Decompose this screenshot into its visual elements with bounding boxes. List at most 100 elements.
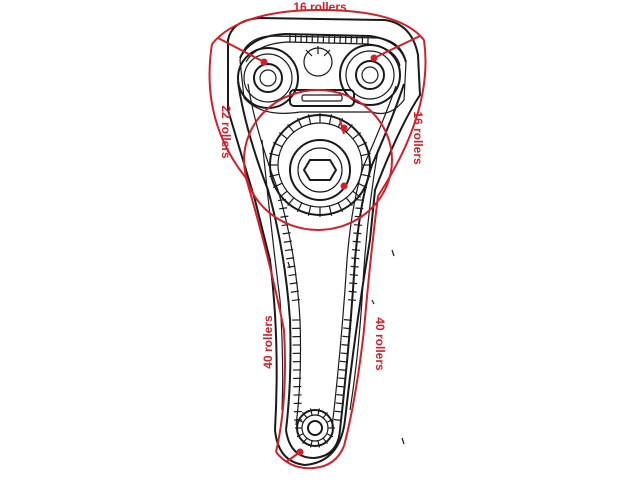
housing-plate <box>239 35 407 115</box>
annotation-arc-bottom <box>275 445 345 470</box>
chain-link <box>279 207 288 210</box>
gear-tooth <box>296 418 304 423</box>
chain-link <box>335 402 344 405</box>
chain-left-strand-inner <box>247 83 302 426</box>
gear-tooth <box>360 173 371 178</box>
chain-link <box>338 377 347 380</box>
chain-link <box>343 327 352 330</box>
tensioner-slot <box>301 94 343 102</box>
gear-tooth <box>287 123 295 133</box>
gear-tooth <box>322 437 328 445</box>
chain-link <box>351 257 360 260</box>
chain-link <box>349 282 358 285</box>
gear-tooth <box>357 182 368 189</box>
gear-tooth <box>309 440 313 448</box>
chain-link <box>343 319 353 321</box>
label-left-lower: 40 rollers <box>261 315 275 369</box>
chain-link <box>288 273 297 277</box>
casing-outline <box>227 16 422 467</box>
gear-tooth <box>269 152 280 157</box>
annotation-arc-left-upper <box>208 43 247 179</box>
chain-link <box>284 248 294 252</box>
gear-tooth <box>278 132 288 140</box>
gear-tooth <box>322 411 328 419</box>
annotation-arc-top <box>211 8 425 45</box>
camshaft-sprocket-right <box>339 44 401 106</box>
drawing-marks <box>287 249 405 445</box>
marker-dot-intermediate-top <box>340 124 348 132</box>
guide-rail-right <box>349 149 379 411</box>
gear-tooth <box>352 132 362 140</box>
chain-link <box>350 265 359 268</box>
marker-dot-crank <box>296 448 304 456</box>
gear-tooth <box>345 123 353 133</box>
chain-link <box>334 410 343 413</box>
gear-tooth <box>278 190 288 198</box>
gear-tooth <box>296 117 303 128</box>
pointer-lines <box>217 35 421 463</box>
gear-tooth <box>326 433 334 438</box>
chain-upper <box>239 32 407 63</box>
chain-bottom <box>285 429 341 460</box>
chain-link <box>353 232 362 235</box>
gear-tooth <box>352 190 362 198</box>
chain-link <box>341 344 350 346</box>
chain-link <box>338 369 348 371</box>
chain-link <box>353 224 363 226</box>
chain-right-strand-inner <box>331 85 397 429</box>
annotation-line-left-lower <box>245 177 286 453</box>
chain-link <box>351 249 361 251</box>
label-top: 16 rollers <box>293 0 347 14</box>
chain-link <box>282 232 291 235</box>
chain-link <box>355 207 364 210</box>
gear-tooth <box>269 173 280 178</box>
chain-link <box>342 335 351 338</box>
gear-tooth <box>272 141 283 148</box>
gear-tooth <box>302 437 308 445</box>
chain-link <box>280 215 289 218</box>
label-left-upper: 22 rollers <box>219 105 233 159</box>
crankshaft-sprocket <box>295 408 335 448</box>
idler-sprocket-top <box>303 46 333 77</box>
intermediate-sprocket <box>268 113 372 217</box>
gear-tooth <box>328 205 333 216</box>
annotation-line-right-lower <box>343 195 379 447</box>
gear-tooth <box>357 141 368 148</box>
chain-right-strand <box>339 83 405 431</box>
chain-link <box>289 282 298 285</box>
gear-tooth <box>309 408 313 416</box>
gear-tooth <box>337 202 344 213</box>
marker-dot-right-cam <box>370 54 378 62</box>
chain-link <box>340 352 349 355</box>
label-right-lower: 40 rollers <box>373 317 387 371</box>
chain-link <box>290 290 299 293</box>
label-right-upper: 16 rollers <box>411 111 425 165</box>
chain-link <box>347 299 357 301</box>
gear-tooth <box>307 114 312 125</box>
gear-tooth <box>317 408 321 416</box>
gear-tooth <box>307 205 312 216</box>
gear-tooth <box>302 411 308 419</box>
chain-link <box>355 199 365 201</box>
chain-link <box>348 290 357 293</box>
marker-dot-intermediate-bottom <box>340 182 348 190</box>
marker-dot-left-cam <box>260 58 268 66</box>
chain-link <box>336 394 345 396</box>
guide-rail-left <box>261 139 284 411</box>
chain-link <box>333 419 343 421</box>
annotation-ring <box>243 89 393 231</box>
chain-link <box>286 257 295 260</box>
chain-link <box>339 360 348 363</box>
chain-link <box>283 240 292 243</box>
gear-tooth <box>272 182 283 189</box>
chain-link <box>349 274 359 276</box>
gear-tooth <box>360 152 371 157</box>
gear-tooth <box>317 440 321 448</box>
gear-tooth <box>326 418 334 423</box>
gear-tooth <box>345 197 353 207</box>
gear-tooth <box>287 197 295 207</box>
gear-tooth <box>296 202 303 213</box>
chain-link <box>337 385 346 388</box>
